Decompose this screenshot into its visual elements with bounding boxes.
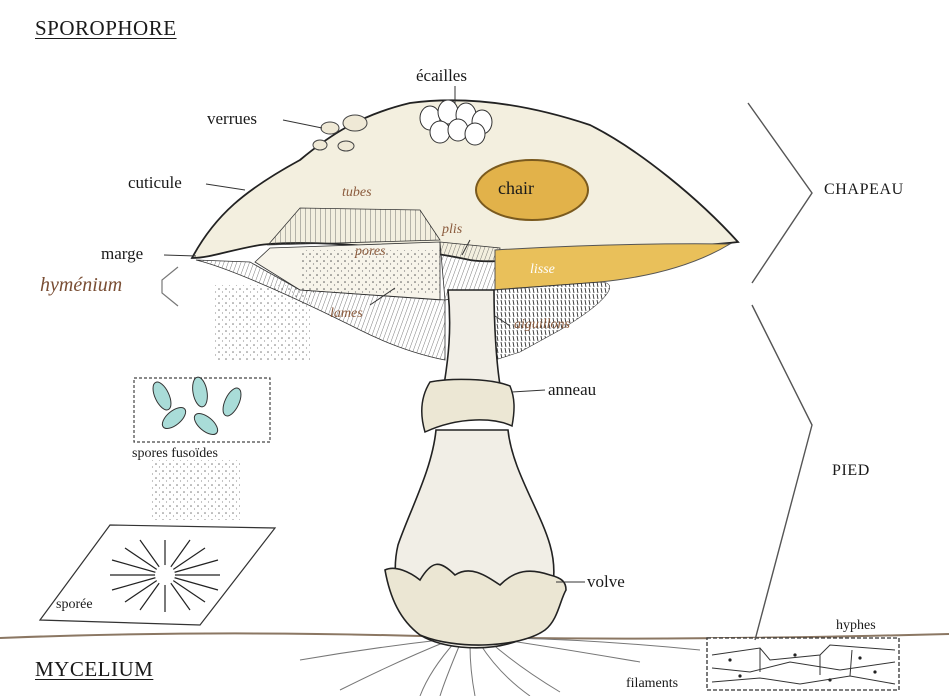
- label-pied: PIED: [832, 462, 870, 480]
- title-sporophore: SPOROPHORE: [35, 16, 177, 41]
- label-verrues: verrues: [207, 109, 257, 129]
- stem-ring: [422, 379, 514, 432]
- label-plis: plis: [442, 222, 462, 238]
- label-anneau: anneau: [548, 380, 596, 400]
- label-hyphes: hyphes: [836, 618, 876, 634]
- label-pores: pores: [355, 244, 386, 260]
- label-hymenium: hyménium: [40, 274, 122, 297]
- spore-print-center: [155, 565, 175, 585]
- pied-bracket: [752, 305, 812, 640]
- spore-dust-lower: [150, 460, 240, 520]
- chapeau-bracket: [748, 103, 812, 283]
- label-lames: lames: [330, 306, 363, 322]
- label-sporee: sporée: [56, 597, 93, 613]
- hymenium-bracket: [162, 267, 178, 306]
- label-filaments: filaments: [626, 676, 678, 692]
- label-cuticule: cuticule: [128, 173, 182, 193]
- label-aiguillons: aiguillons: [514, 317, 570, 333]
- mushroom-stem: [444, 290, 500, 385]
- label-chair: chair: [498, 178, 534, 199]
- label-volve: volve: [587, 572, 625, 592]
- title-mycelium: MYCELIUM: [35, 657, 153, 682]
- label-marge: marge: [101, 244, 143, 264]
- label-lisse: lisse: [530, 262, 555, 278]
- label-chapeau: CHAPEAU: [824, 181, 904, 199]
- label-ecailles: écailles: [416, 66, 467, 86]
- label-tubes: tubes: [342, 185, 372, 201]
- label-spores-fusoides: spores fusoïdes: [132, 446, 218, 462]
- volva: [385, 564, 566, 645]
